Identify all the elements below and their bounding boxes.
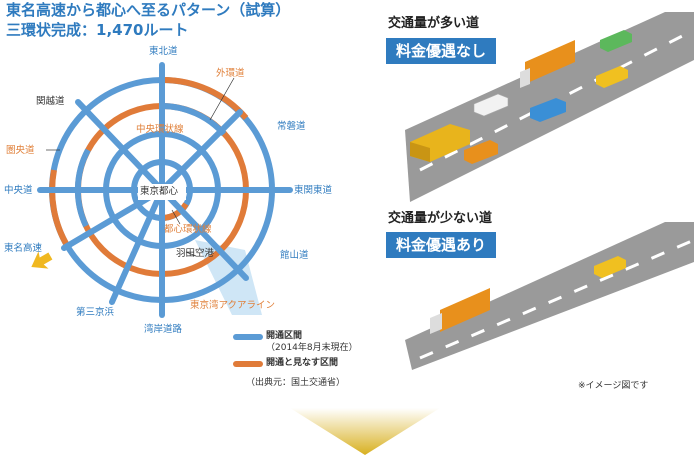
tomei-arrow [31,251,53,269]
quiet-traffic [430,256,626,334]
label-kenodo: 圏央道 [6,145,35,156]
legend-open-note: （2014年8月末現在） [266,343,358,353]
label-tohoku: 東北道 [149,46,178,57]
label-kanetsu: 関越道 [36,96,65,107]
label-higashi-kanto: 東関東道 [294,185,333,196]
kenodo-deemed-segment [161,76,249,120]
title-line1: 東名高速から都心へ至るパターン（試算） [6,1,291,19]
quiet-road-tag: 料金優遇あり [386,232,497,258]
label-chuodo: 中央道 [4,185,33,196]
label-toshin-kanjo: 都心環状線 [164,224,212,235]
label-tateyama: 館山道 [280,250,309,261]
quiet-road-header: 交通量が少ない道 [388,211,493,226]
legend-deemed-label: 開通と見なす区間 [266,358,339,368]
label-haneda: 羽田空港 [176,248,215,259]
busy-traffic [410,30,632,164]
label-chuo-kanjo: 中央環状線 [136,124,184,135]
down-arrow-triangle [290,408,440,455]
label-tokyo-toshin: 東京都心 [140,186,179,197]
title-line2: 三環状完成：1,470ルート [6,21,189,39]
image-note: ※イメージ図です [578,381,649,391]
label-gaikan: 外環道 [216,68,245,79]
legend-source: （出典元：国土交通省） [246,378,346,388]
busy-road-header: 交通量が多い道 [388,16,480,31]
label-daisan-keihin: 第三京浜 [76,307,115,318]
label-aqualine: 東京湾アクアライン [190,300,276,311]
quiet-road-lanes [419,238,694,360]
label-wangan: 湾岸道路 [144,324,183,335]
label-joban: 常磐道 [277,121,306,132]
legend-open-label: 開通区間 [266,331,303,341]
busy-road-tag: 料金優遇なし [386,38,497,64]
label-tomei: 東名高速 [4,243,43,254]
tokyo-center-box [138,184,186,200]
